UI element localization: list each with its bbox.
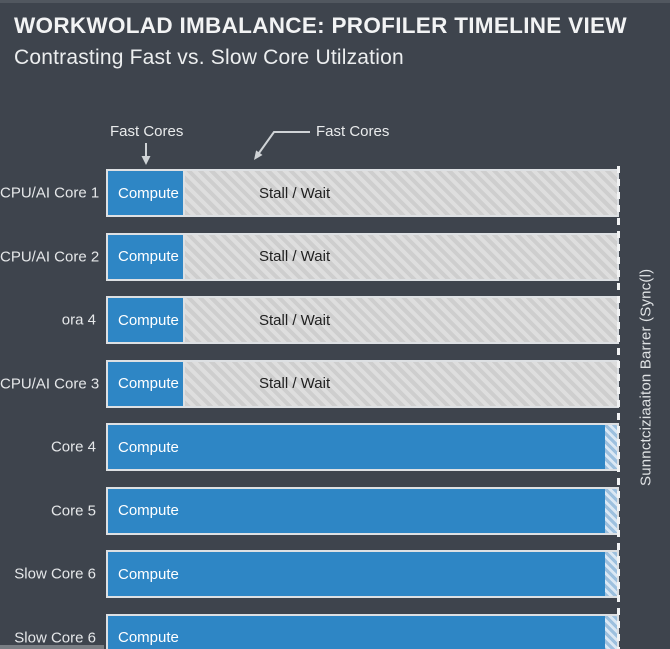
elbow-arrow-icon [254,131,310,160]
page-subtitle: Contrasting Fast vs. Slow Core Utilzatio… [14,46,404,69]
timeline-bar: Compute [106,486,619,535]
timeline-bar: Compute Stall / Wait [106,232,619,281]
stall-sliver-segment [605,552,617,596]
timeline-row: Slow Core 6 Compute [0,550,670,598]
timeline-bar: Compute [106,613,619,649]
compute-segment: Compute [108,488,605,533]
core-label: Slow Core 6 [14,629,96,646]
timeline-row: Core 5 Compute [0,486,670,535]
timeline-row: CPU/AI Core 1 Compute Stall / Wait [0,169,670,217]
page-title: WORKWOLAD IMBALANCE: PROFILER TIMELINE V… [14,13,627,38]
timeline-bar: Compute [106,550,619,598]
core-label: CPU/AI Core 1 [0,184,100,202]
down-arrow-icon [141,143,151,165]
compute-segment: Compute [108,234,185,279]
fast-cores-label-left: Fast Cores [110,123,184,140]
compute-segment: Compute [108,425,605,469]
timeline-row: ora 4 Compute Stall / Wait [0,296,670,344]
stall-segment: Stall / Wait [185,171,617,215]
core-label: CPU/AI Core 3 [0,375,100,392]
stall-sliver-segment [605,615,617,649]
timeline-bar: Compute Stall / Wait [106,359,619,408]
timeline-row: CPU/AI Core 2 Compute Stall / Wait [0,232,670,281]
compute-segment: Compute [108,361,185,406]
timeline-row: CPU/AI Core 3 Compute Stall / Wait [0,359,670,408]
core-label: CPU/AI Core 2 [0,248,100,265]
compute-segment: Compute [108,298,185,342]
compute-segment: Compute [108,552,605,596]
timeline-row: Core 4 Compute [0,423,670,471]
core-label: Slow Core 6 [14,565,96,583]
core-label: Core 4 [50,438,96,456]
timeline-row: Slow Core 6 Compute [0,613,670,649]
timeline-bar: Compute Stall / Wait [106,296,619,344]
compute-segment: Compute [108,171,185,215]
sync-barrier-dashed-line [617,166,620,649]
stall-segment: Stall / Wait [185,298,617,342]
core-label: Core 5 [50,502,96,519]
stall-segment: Stall / Wait [185,361,617,406]
sync-barrier-label: Sunnctciziaaiton Barrer (Sync(l) [637,268,655,486]
stall-sliver-segment [605,488,617,533]
compute-segment: Compute [108,615,605,649]
fast-cores-label-right: Fast Cores [316,123,390,140]
timeline-bar: Compute Stall / Wait [106,169,619,217]
top-edge-highlight [0,0,670,3]
stall-sliver-segment [605,425,617,469]
core-label: ora 4 [61,311,96,329]
bottom-edge-strip [0,645,104,649]
stall-segment: Stall / Wait [185,234,617,279]
timeline-bar: Compute [106,423,619,471]
